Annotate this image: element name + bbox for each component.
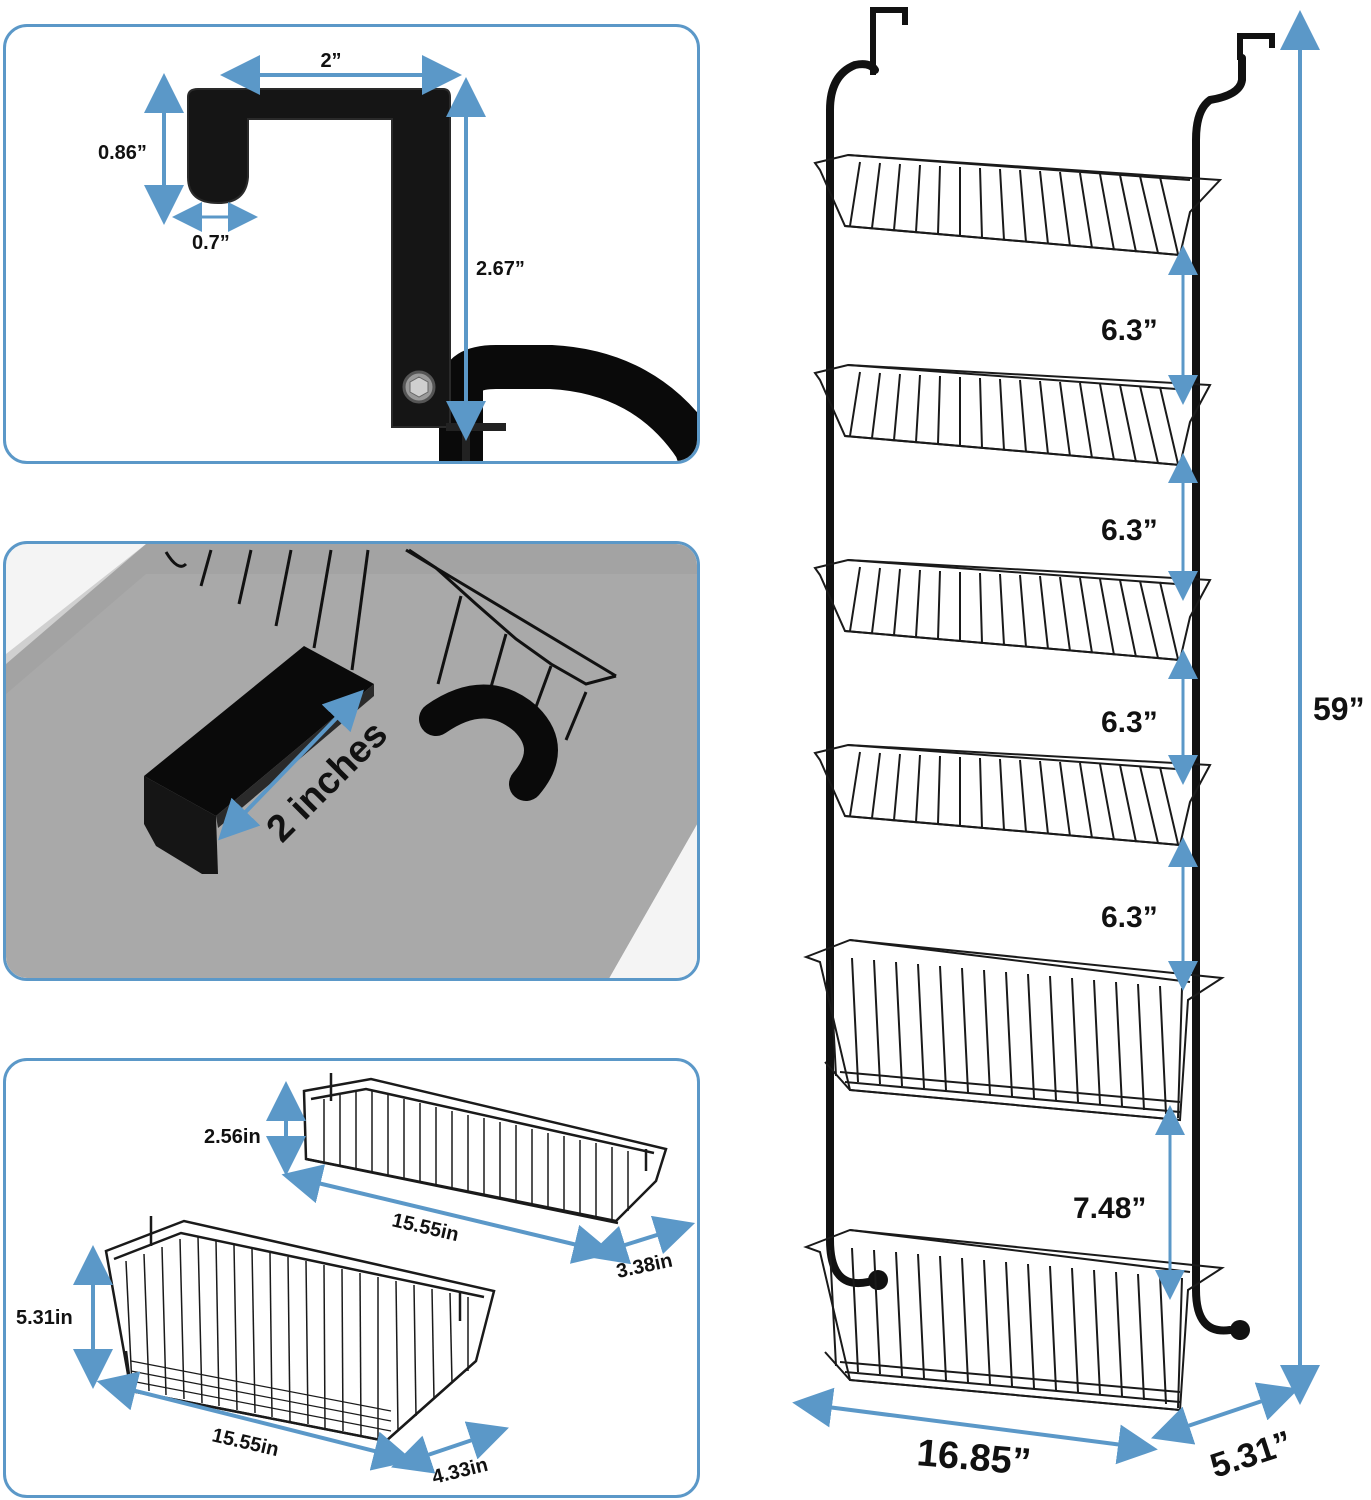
shallow-baskets [813, 153, 1223, 847]
spacing-label-3: 6.3” [1101, 706, 1158, 739]
small-length-arrow [281, 1164, 614, 1264]
small-depth-arrow [586, 1215, 696, 1265]
small-depth-label: 3.38in [614, 1250, 674, 1283]
large-depth-label: 4.33in [430, 1454, 490, 1489]
door-thickness-drawing: 2 inches [6, 544, 697, 978]
bottom-wheel-right [1230, 1320, 1250, 1340]
basket-5 [803, 938, 1225, 1122]
depth-arrow [1151, 1382, 1299, 1445]
spacing-label-1: 6.3” [1101, 314, 1158, 347]
thickness-arrow [218, 689, 364, 841]
top-hooks [870, 7, 1275, 75]
basket-6 [803, 1228, 1225, 1412]
hook-detail-panel: 2” 0.86” 0.7” 2.67” [3, 24, 700, 464]
basket-sizes-drawing: 2.56in 15.55in 3.38in 5.31in 15.55in 4.3… [16, 1073, 696, 1489]
basket-4 [813, 743, 1212, 847]
width-label: 2” [320, 50, 341, 72]
spacing-label-2: 6.3” [1101, 514, 1158, 547]
small-height-label: 2.56in [204, 1126, 261, 1148]
hook-depth-label: 2.67” [476, 258, 525, 280]
rack-tube [439, 345, 697, 461]
basket-2 [813, 363, 1212, 467]
large-length-arrow [96, 1371, 414, 1471]
large-basket [104, 1216, 496, 1443]
width-arrow [792, 1387, 1158, 1465]
large-depth-arrow [391, 1421, 509, 1474]
spacing-arrows [1155, 245, 1198, 1300]
basket-1 [813, 153, 1223, 257]
width-label: 16.85” [915, 1432, 1032, 1484]
hook-detail-drawing: 2” 0.86” 0.7” 2.67” [98, 50, 697, 461]
bottom-wheel-left [868, 1270, 888, 1290]
rack-frame [826, 54, 1246, 1335]
spacing-label-4: 6.3” [1101, 901, 1158, 934]
rack-tube [419, 684, 558, 801]
basket-sizes-panel: 2.56in 15.55in 3.38in 5.31in 15.55in 4.3… [3, 1058, 700, 1498]
total-height-label: 59” [1313, 691, 1365, 727]
small-basket [302, 1073, 668, 1225]
depth-label: 5.31” [1206, 1424, 1297, 1486]
spacing-label-5: 7.48” [1073, 1192, 1146, 1225]
tip-width-label: 0.7” [192, 232, 230, 254]
large-height-label: 5.31in [16, 1307, 73, 1329]
basket-3 [813, 558, 1212, 662]
deep-baskets [803, 938, 1225, 1412]
basket-wires [164, 548, 617, 741]
door-thickness-panel: 2 inches [3, 541, 700, 981]
tip-height-label: 0.86” [98, 142, 147, 164]
large-length-label: 15.55in [210, 1424, 281, 1461]
